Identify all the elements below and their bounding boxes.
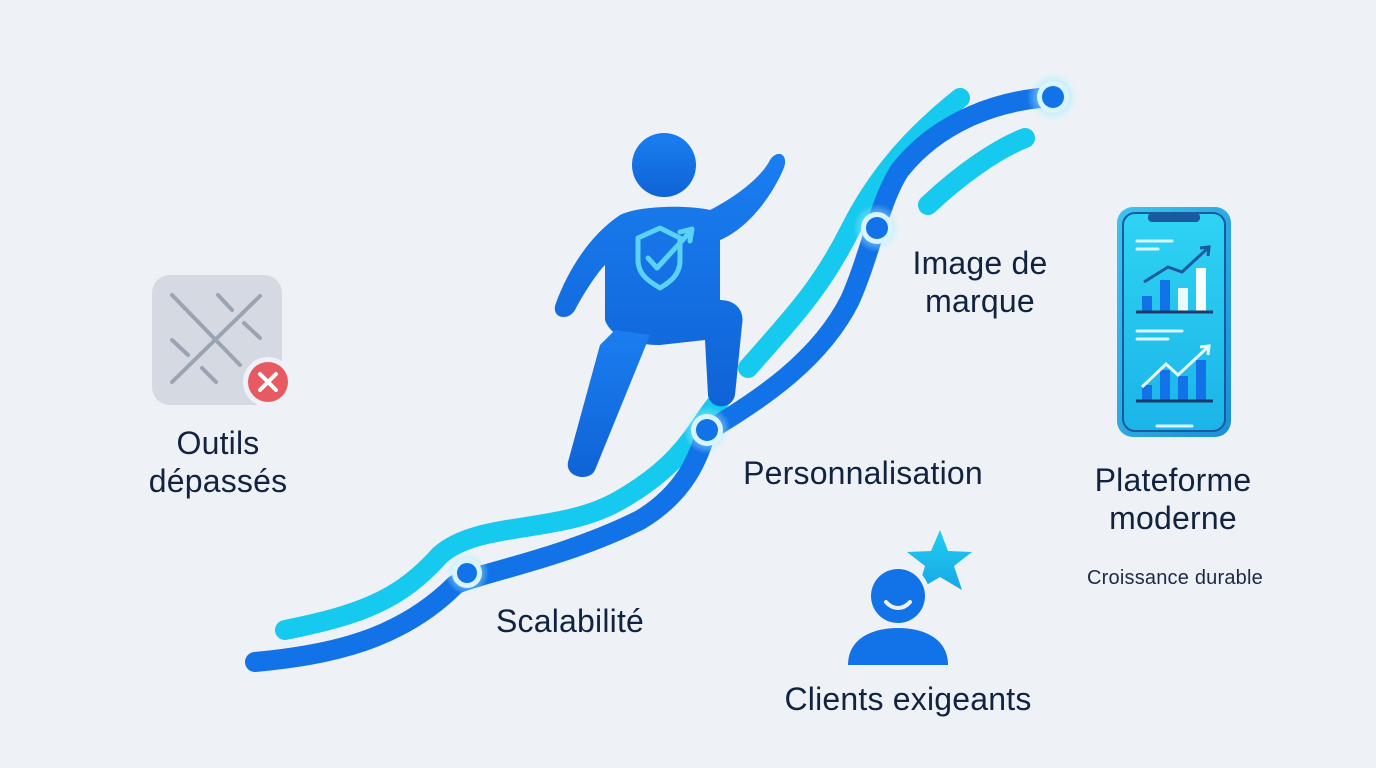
milestone-node-personnalisation (683, 406, 731, 454)
milestone-node-image-de-marque (853, 204, 901, 252)
star-icon (907, 530, 972, 590)
climbing-person-icon (554, 133, 786, 477)
milestone-label-scalabilite: Scalabilité (495, 603, 645, 639)
satisfied-client-star-icon (848, 530, 972, 665)
milestone-label-personnalisation: Personnalisation (743, 455, 983, 491)
modern-platform-label: Plateforme moderne (1094, 462, 1252, 537)
demanding-clients-label: Clients exigeants (784, 681, 1032, 717)
sustainable-growth-subtitle: Croissance durable (1087, 567, 1263, 589)
shield-check-arrow-icon (635, 225, 695, 291)
cyan-track-mid (738, 88, 970, 378)
close-x-icon (243, 357, 293, 407)
cyan-track-upper (275, 390, 730, 640)
cyan-track-end (918, 128, 1035, 215)
milestone-label-image-de-marque: Image de marque (912, 245, 1048, 320)
milestone-node-scalabilite (445, 551, 489, 595)
smartphone-growth-chart-icon (1117, 207, 1231, 437)
outdated-tools-label: Outils dépassés (148, 425, 288, 500)
obsolete-tools-icon (152, 275, 293, 407)
milestone-node-end (1027, 71, 1079, 123)
